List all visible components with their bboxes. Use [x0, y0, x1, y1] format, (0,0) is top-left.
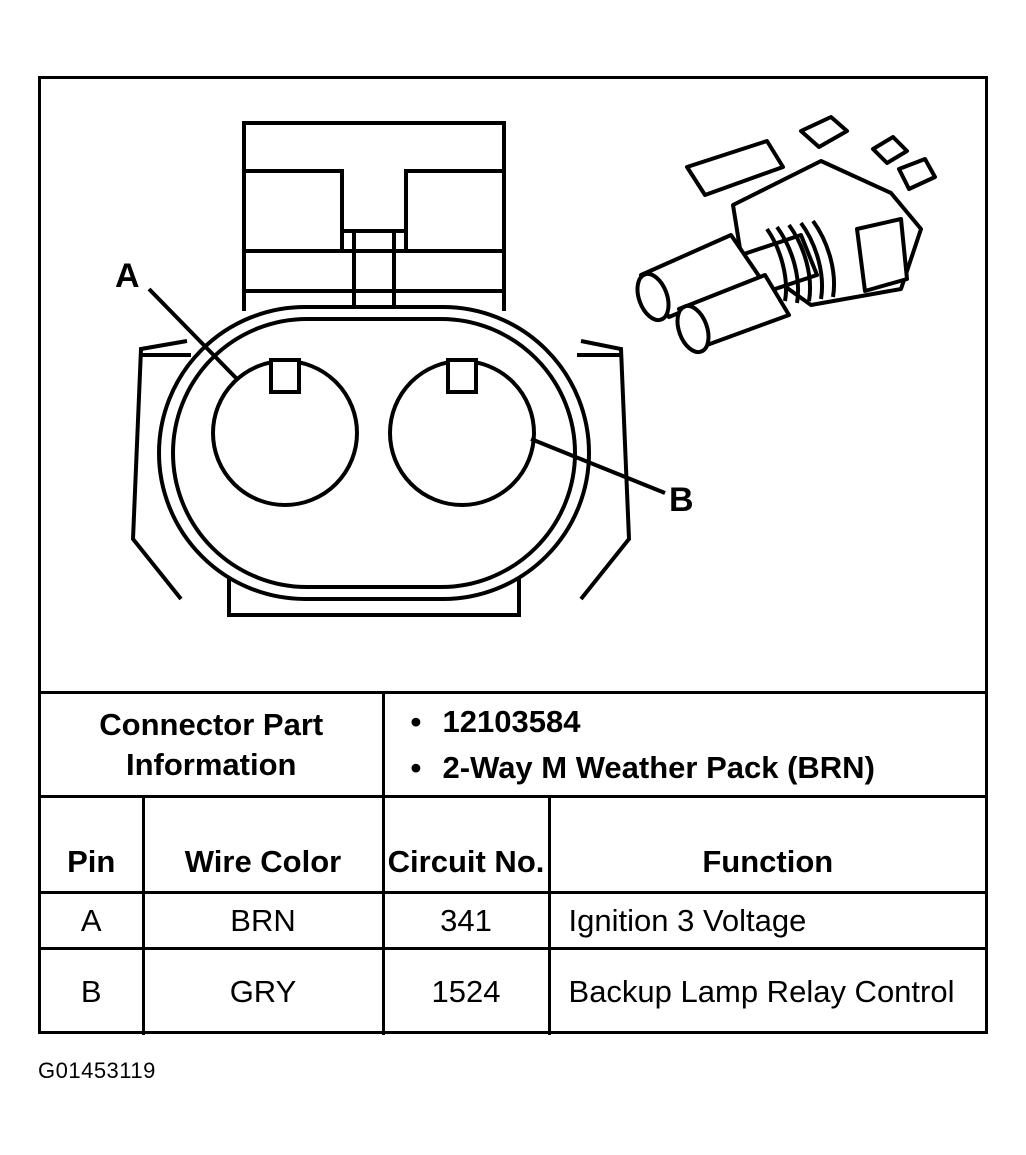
connector-side-tabs — [130, 339, 632, 601]
connector-outer-shell — [157, 305, 591, 601]
header-wire-color: Wire Color — [141, 795, 385, 894]
connector-seal — [171, 317, 577, 589]
connector-part-label: Connector Part Information — [41, 691, 385, 798]
connector-perspective-view — [635, 115, 937, 355]
pin-cell: A — [41, 891, 145, 950]
connector-part-description: 2-Way M Weather Pack (BRN) — [411, 745, 986, 791]
circuit-no-cell: 341 — [381, 891, 551, 950]
header-circuit-no: Circuit No. — [381, 795, 551, 894]
connector-part-values: 12103584 2-Way M Weather Pack (BRN) — [381, 691, 986, 798]
pin-a-leader — [147, 287, 239, 381]
connector-info-table: Connector Part Information 12103584 2-Wa… — [41, 691, 986, 1035]
header-function: Function — [547, 795, 986, 894]
connector-face-view: A B — [115, 115, 937, 617]
connector-latch — [242, 121, 506, 311]
wire-color-cell: GRY — [141, 947, 385, 1035]
pin-b-leader — [530, 437, 666, 495]
cavity-a-key — [269, 358, 301, 394]
connector-part-row: Connector Part Information 12103584 2-Wa… — [41, 691, 986, 798]
table-row: A BRN 341 Ignition 3 Voltage — [41, 891, 986, 950]
circuit-no-cell: 1524 — [381, 947, 551, 1035]
function-cell: Backup Lamp Relay Control — [547, 947, 986, 1035]
connector-part-number: 12103584 — [411, 699, 986, 745]
table-header-row: Pin Wire Color Circuit No. Function — [41, 795, 986, 894]
pin-a-label: A — [115, 257, 140, 295]
pin-cell: B — [41, 947, 145, 1035]
function-cell: Ignition 3 Voltage — [547, 891, 986, 950]
wire-color-cell: BRN — [141, 891, 385, 950]
pin-b-label: B — [669, 481, 694, 519]
connector-drawing: A B — [41, 79, 985, 691]
table-row: B GRY 1524 Backup Lamp Relay Control — [41, 947, 986, 1035]
header-pin: Pin — [41, 795, 145, 894]
image-code: G01453119 — [38, 1058, 156, 1083]
cavity-b-key — [446, 358, 478, 394]
diagram-frame: A B — [38, 76, 988, 1035]
